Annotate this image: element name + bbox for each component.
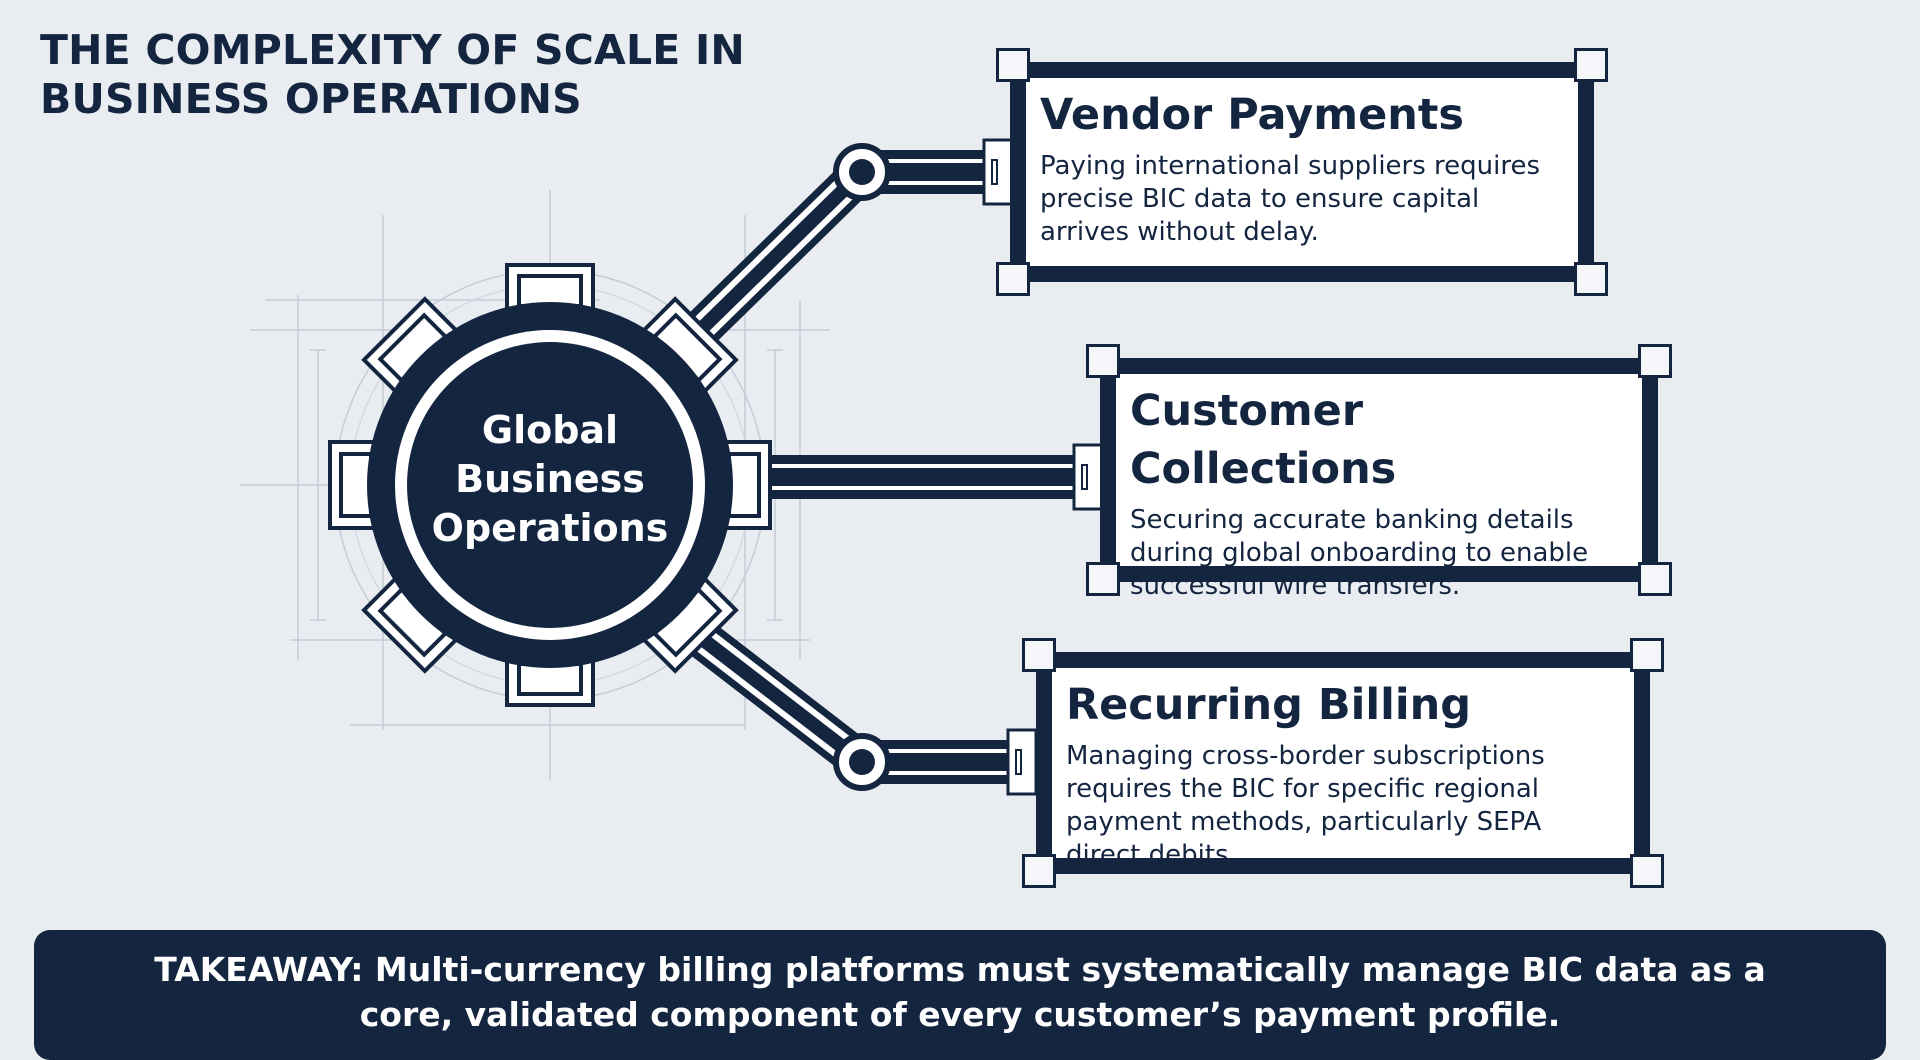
corner-bracket	[996, 262, 1030, 296]
hub-rings	[367, 302, 733, 668]
page-title: THE COMPLEXITY OF SCALE IN BUSINESS OPER…	[40, 26, 745, 123]
corner-bracket	[1022, 638, 1056, 672]
card-description: Securing accurate banking details during…	[1130, 505, 1589, 601]
takeaway-banner: TAKEAWAY: Multi-currency billing platfor…	[34, 930, 1886, 1060]
card-recurring-billing: Recurring Billing Managing cross-border …	[1022, 638, 1664, 888]
card-description: Paying international suppliers requires …	[1040, 151, 1541, 247]
corner-bracket	[1630, 638, 1664, 672]
corner-bracket	[1630, 854, 1664, 888]
corner-bracket	[1574, 262, 1608, 296]
diagram-graphics	[240, 138, 1104, 796]
corner-bracket	[1638, 562, 1672, 596]
card-customer-collections: Customer Collections Securing accurate b…	[1086, 344, 1672, 601]
hub-label: Global Business Operations	[431, 408, 669, 550]
corner-bracket	[1574, 48, 1608, 82]
card-description: Managing cross-border subscriptions requ…	[1066, 741, 1545, 870]
card-title: Recurring Billing	[1066, 680, 1472, 730]
takeaway-text: TAKEAWAY: Multi-currency billing platfor…	[154, 950, 1766, 1034]
connector-recurring-billing	[668, 608, 1038, 796]
corner-bracket	[1086, 562, 1120, 596]
card-title: Vendor Payments	[1040, 90, 1465, 140]
corner-bracket	[1086, 344, 1120, 378]
connector-vendor-payments	[668, 138, 1014, 362]
card-title: Customer Collections	[1130, 386, 1397, 494]
card-vendor-payments: Vendor Payments Paying international sup…	[996, 48, 1608, 296]
corner-bracket	[1022, 854, 1056, 888]
hub-clamps	[328, 263, 772, 707]
corner-bracket	[996, 48, 1030, 82]
corner-bracket	[1638, 344, 1672, 378]
